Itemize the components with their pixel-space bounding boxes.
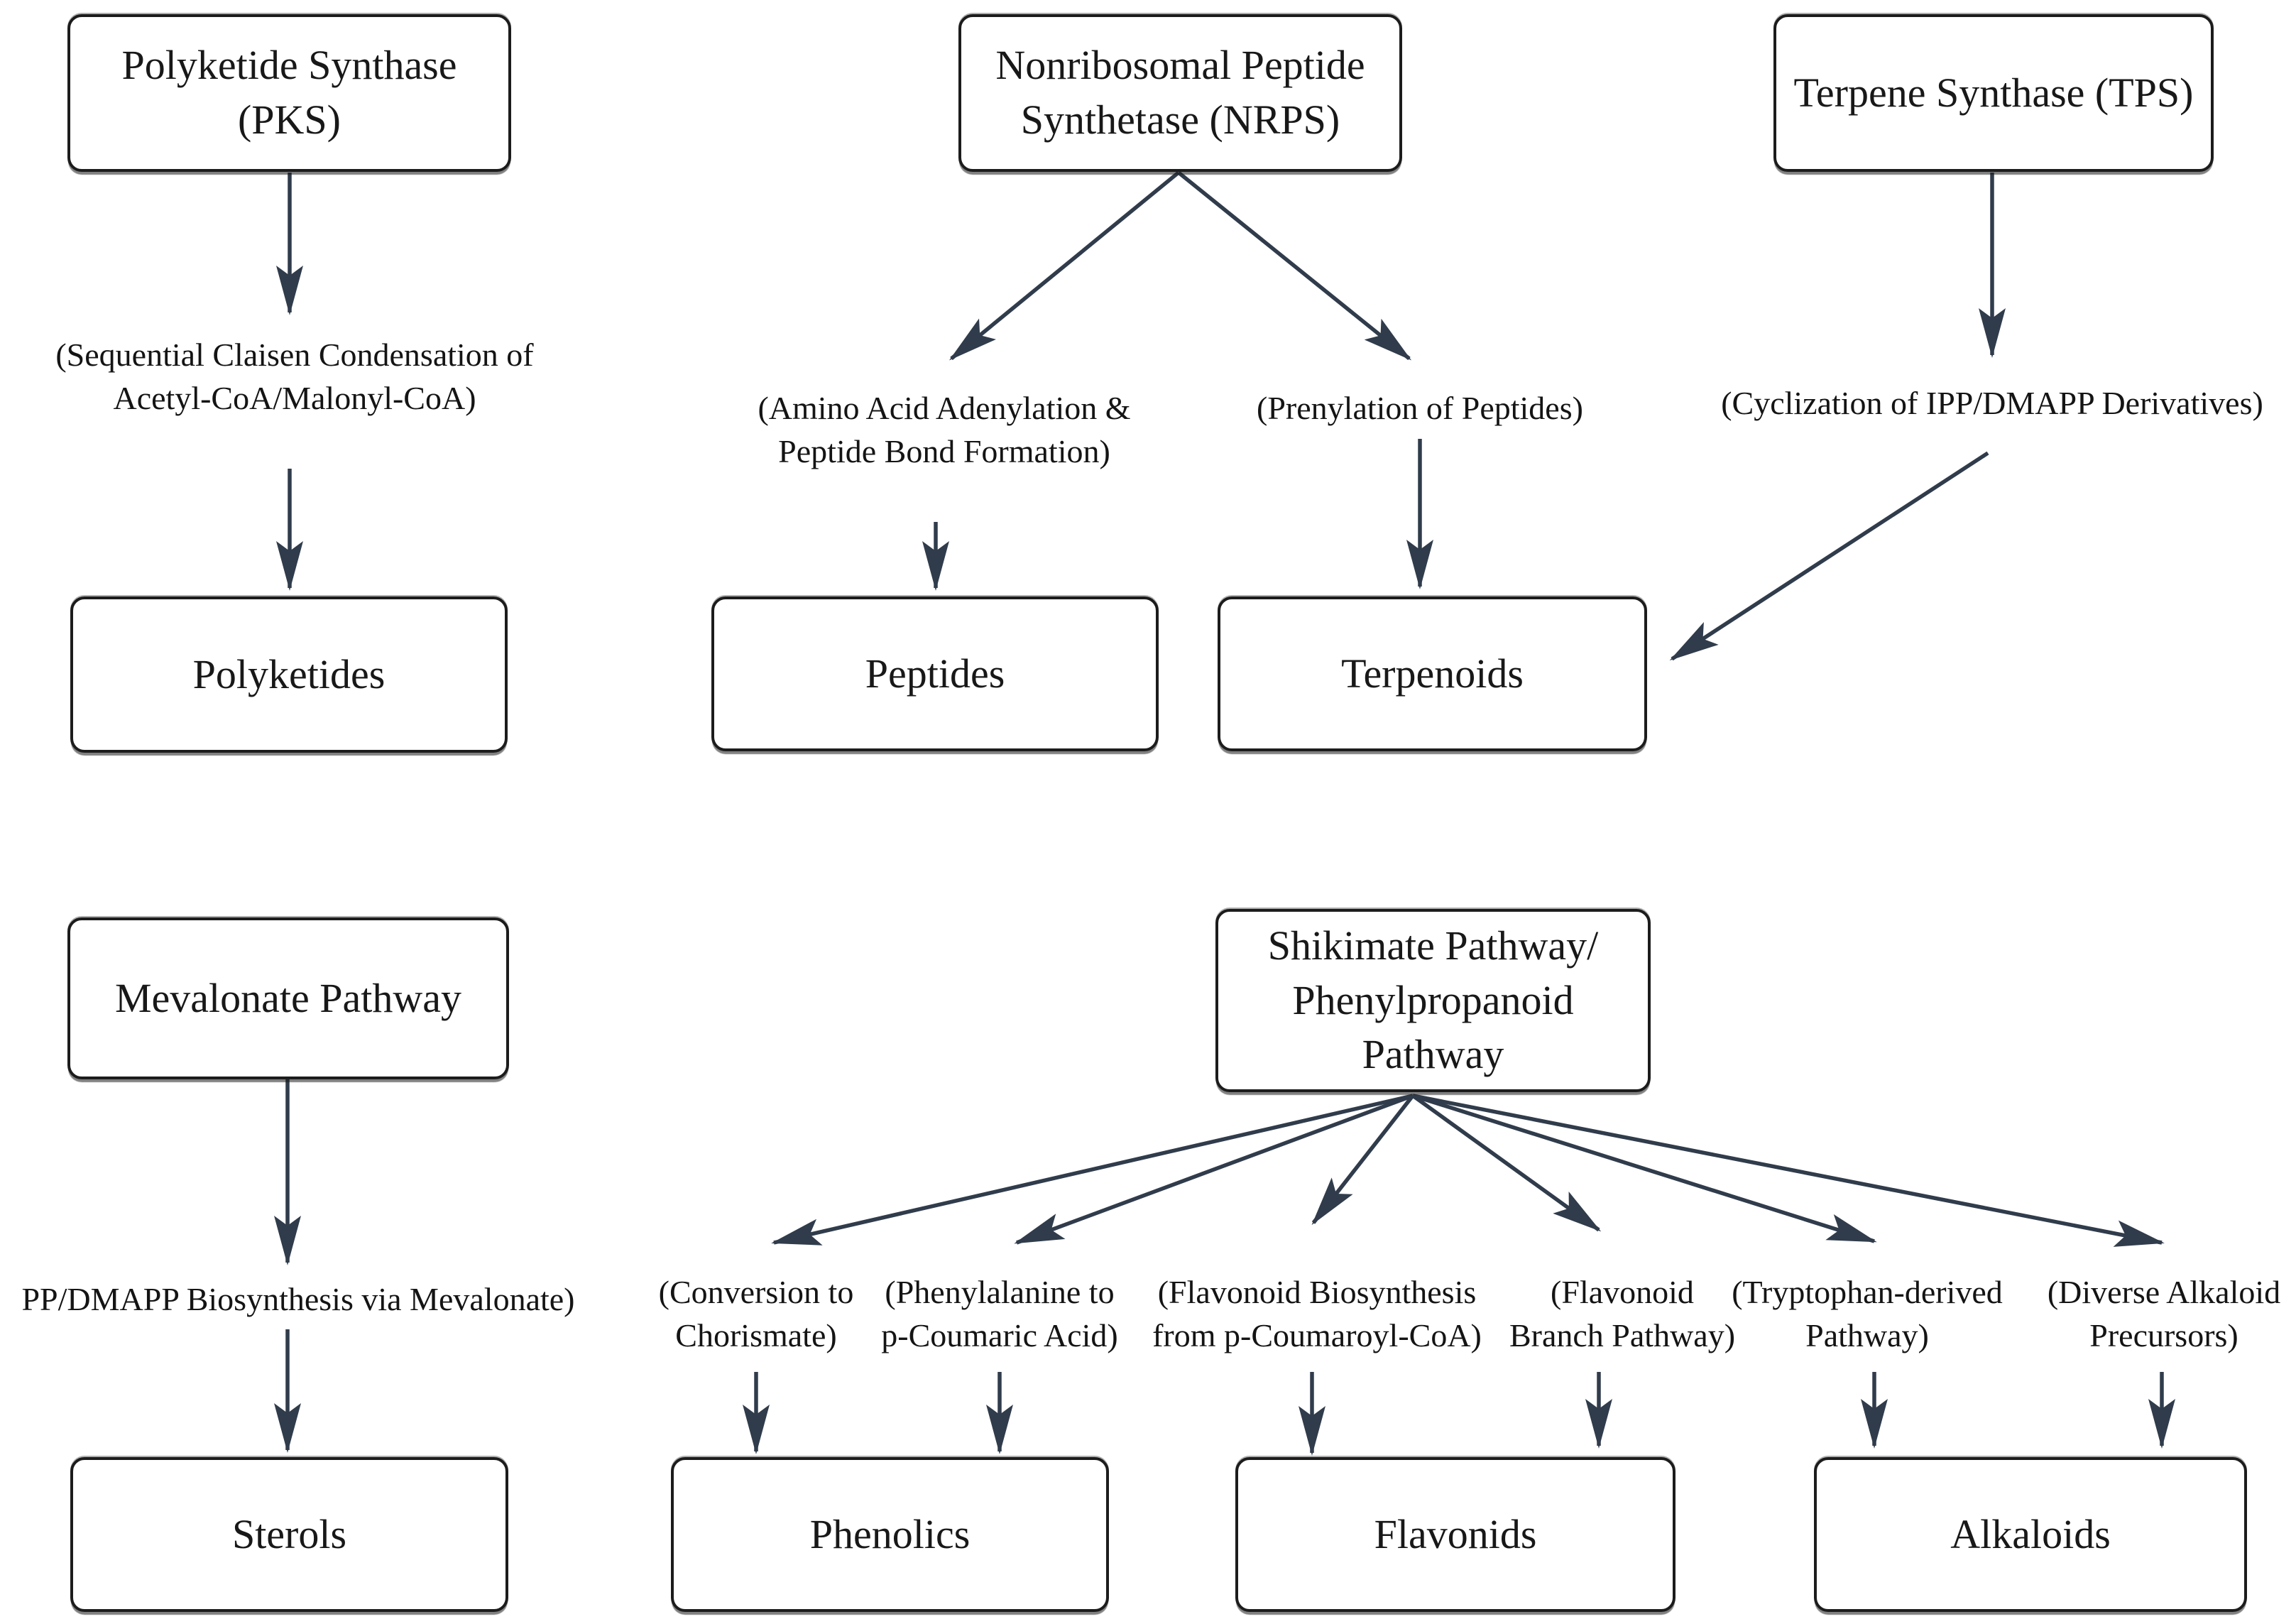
arrow-shikimate-to-branch [1411, 1094, 1602, 1232]
node-mevalonate: Mevalonate Pathway [67, 917, 509, 1079]
node-label: Phenolics [809, 1510, 971, 1557]
arrow-shikimate-to-tryptophan [1412, 1094, 1877, 1243]
node-peptides: Peptides [711, 596, 1159, 751]
node-label: Peptides [865, 650, 1005, 697]
node-phenolics: Phenolics [671, 1457, 1109, 1612]
node-label: Alkaloids [1950, 1510, 2111, 1557]
node-nrps: Nonribosomal Peptide Synthetase (NRPS) [958, 14, 1402, 172]
process-label-cyclization: (Cyclization of IPP/DMAPP Derivatives) [1721, 385, 2263, 421]
node-terpenoids: Terpenoids [1218, 596, 1647, 751]
node-pks: Polyketide Synthase (PKS) [67, 14, 511, 172]
node-alkaloids: Alkaloids [1814, 1457, 2247, 1612]
node-sterols: Sterols [70, 1457, 508, 1612]
process-label-sequential-claisen: (Sequential Claisen Condensation of Acet… [55, 337, 534, 416]
process-label-diverse-alkaloid: (Diverse Alkaloid Precursors) [2047, 1274, 2281, 1353]
process-label-prenylation: (Prenylation of Peptides) [1257, 390, 1583, 426]
arrow-nrps-to-prenylation [1177, 170, 1412, 361]
arrow-shikimate-to-conversion [771, 1094, 1414, 1246]
arrow-shikimate-to-diverse [1412, 1094, 2165, 1247]
node-label: Shikimate Pathway/ Phenylpropanoid Pathw… [1267, 922, 1599, 1078]
node-label: Nonribosomal Peptide Synthetase (NRPS) [995, 42, 1365, 143]
node-label: Terpene Synthase (TPS) [1793, 69, 2194, 116]
node-label: Polyketides [192, 650, 386, 697]
process-label-pp-dmapp: PP/DMAPP Biosynthesis via Mevalonate) [21, 1281, 575, 1317]
node-label: Polyketide Synthase (PKS) [121, 42, 457, 143]
node-label: Terpenoids [1341, 650, 1524, 697]
node-label: Flavonids [1374, 1510, 1537, 1557]
node-shikimate: Shikimate Pathway/ Phenylpropanoid Pathw… [1215, 909, 1651, 1092]
arrow-shikimate-to-flavonoidbio [1311, 1094, 1415, 1226]
arrow-shikimate-to-phenylalanine [1014, 1094, 1414, 1245]
process-label-conversion: (Conversion to Chorismate) [658, 1274, 854, 1353]
process-label-phenylalanine: (Phenylalanine to p-Coumaric Acid) [881, 1274, 1118, 1353]
process-label-flavonoid-branch: (Flavonoid Branch Pathway) [1509, 1274, 1736, 1353]
process-label-flavonoid-bio: (Flavonoid Biosynthesis from p-Coumaroyl… [1152, 1274, 1482, 1353]
process-label-tryptophan: (Tryptophan-derived Pathway) [1732, 1274, 2003, 1353]
node-label: Sterols [231, 1510, 347, 1557]
node-label: Mevalonate Pathway [114, 974, 461, 1021]
arrow-nrps-to-amino [949, 170, 1180, 361]
node-tps: Terpene Synthase (TPS) [1773, 14, 2214, 172]
node-polyketides: Polyketides [70, 596, 508, 753]
node-flavonids: Flavonids [1235, 1457, 1675, 1612]
arrow-cyclization-to-terpenoids [1669, 451, 1989, 661]
process-label-amino-acid: (Amino Acid Adenylation & Peptide Bond F… [758, 390, 1131, 469]
